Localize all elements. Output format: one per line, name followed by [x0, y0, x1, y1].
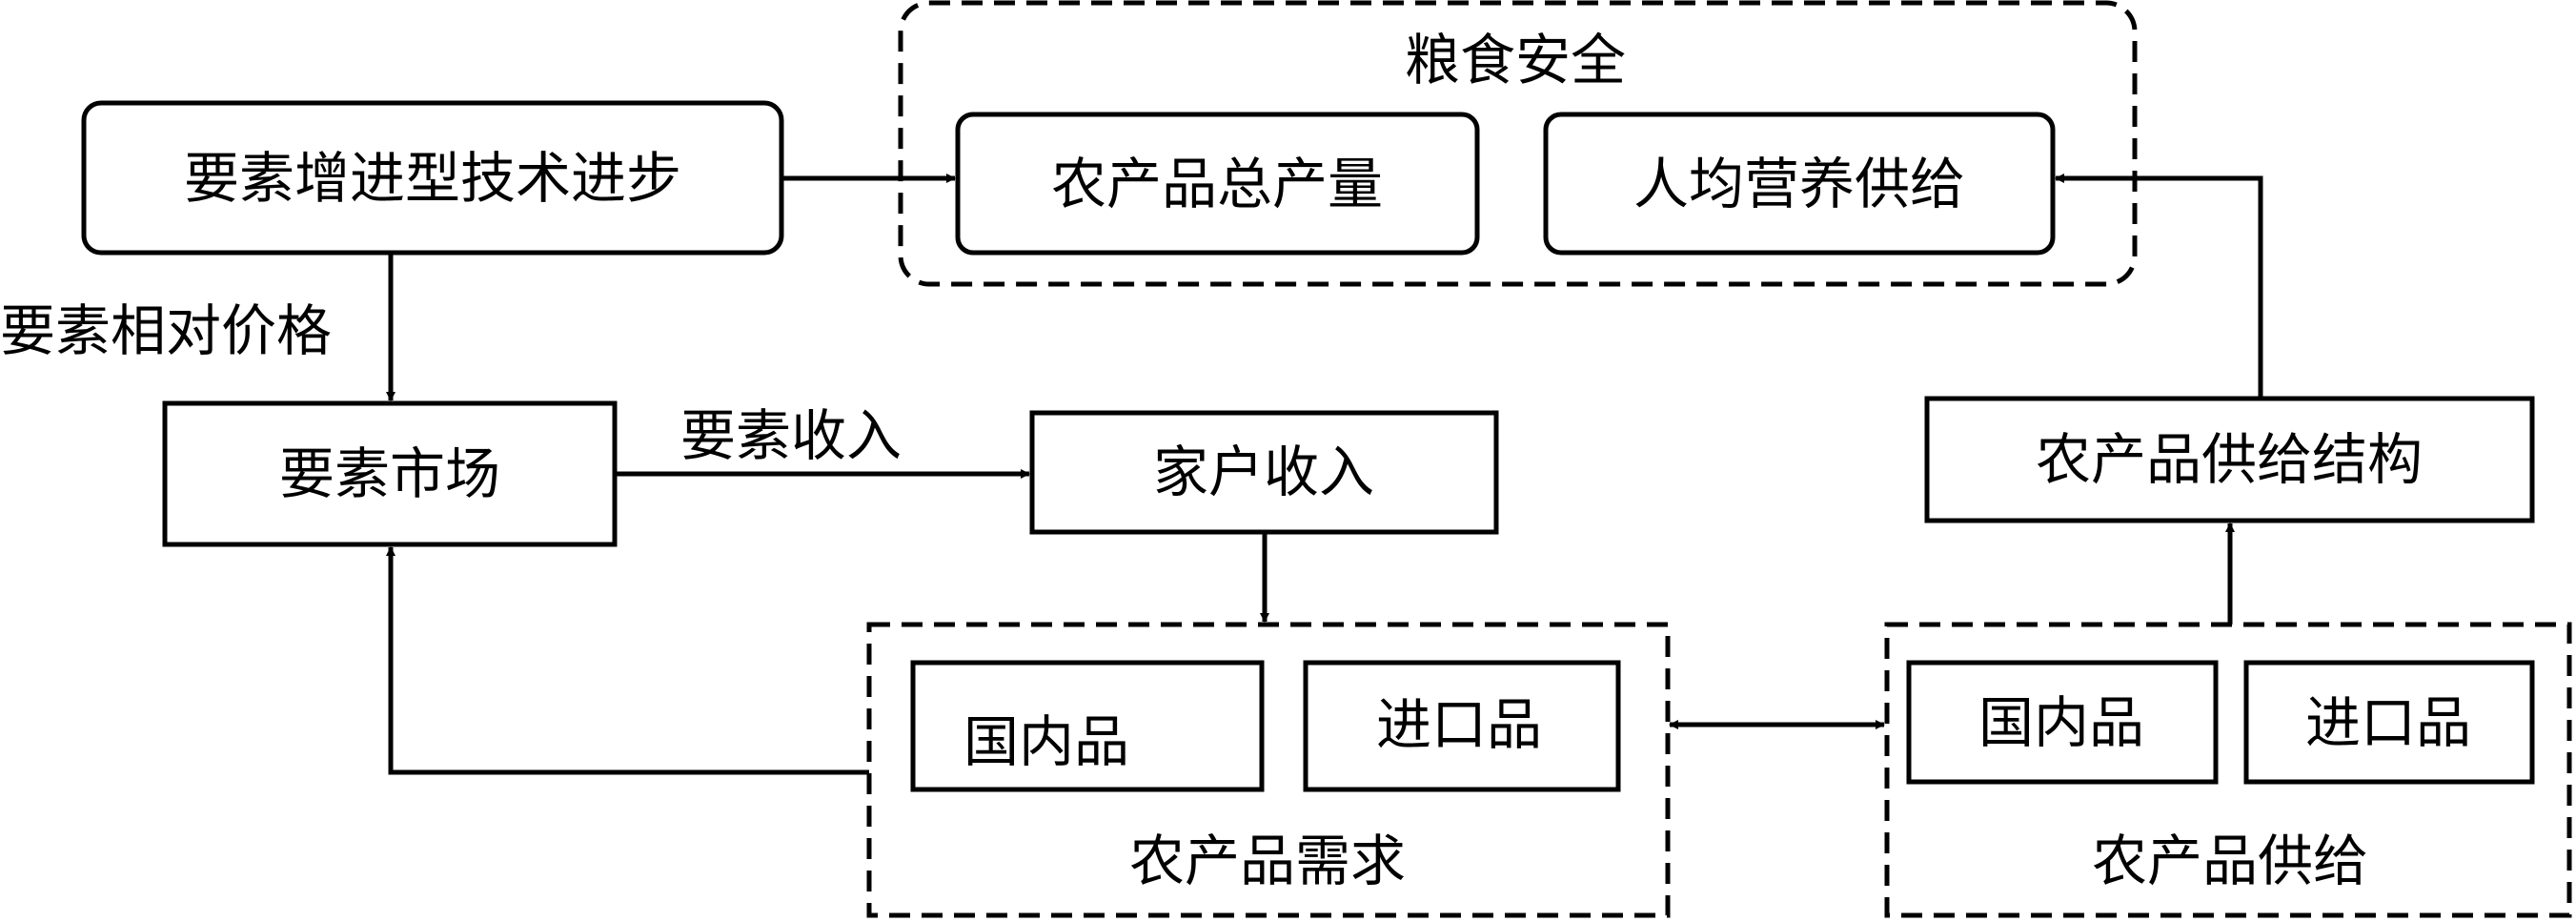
household-income-label: 家户收入: [1152, 440, 1375, 504]
total-output-box: [955, 112, 1480, 256]
factor-income-label: 要素收入: [679, 403, 903, 468]
per-capita-nutrition-label: 人均营养供给: [1633, 152, 1966, 216]
supply-import-box: [2243, 660, 2535, 785]
per-capita-nutrition-box: [1543, 112, 2056, 256]
supply-domestic-box: [1906, 660, 2219, 785]
supply-import-label: 进口品: [2304, 690, 2472, 755]
factor-market-label: 要素市场: [278, 441, 501, 506]
arrow-demand-to-market: [386, 546, 869, 775]
food-security-title: 粮食安全: [1404, 28, 1627, 92]
arrow-structure-to-nutrition: [2055, 174, 2263, 399]
supply-structure-box: [1924, 396, 2535, 523]
demand-domestic-label: 国内品: [963, 709, 1130, 774]
demand-group-label: 农产品需求: [1128, 829, 1407, 893]
demand-group: [866, 622, 1671, 918]
demand-domestic-box: [910, 660, 1265, 792]
supply-group-label: 农产品供给: [2091, 829, 2369, 893]
demand-import-box: [1303, 660, 1621, 792]
total-output-label: 农产品总产量: [1050, 152, 1384, 216]
food-security-group: [898, 0, 2138, 287]
supply-structure-label: 农产品供给结构: [2035, 427, 2424, 492]
relative-price-label: 要素相对价格: [0, 298, 333, 363]
supply-domestic-label: 国内品: [1978, 690, 2145, 755]
tech-progress-label: 要素增进型技术进步: [183, 146, 682, 211]
demand-import-label: 进口品: [1375, 692, 1543, 757]
